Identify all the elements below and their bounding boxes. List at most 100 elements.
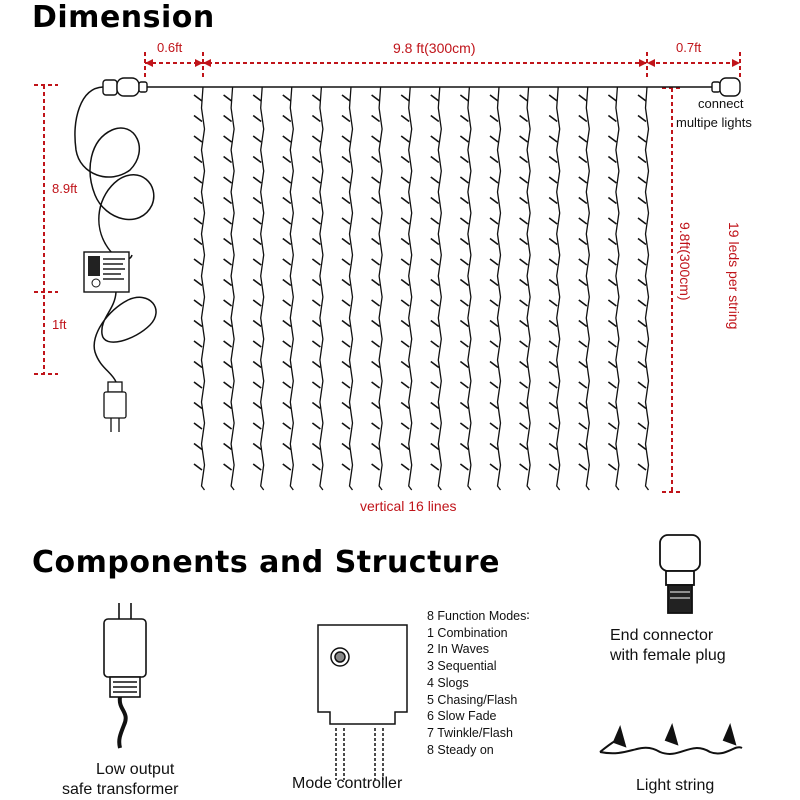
led-bulb [637,319,647,328]
led-bulb [637,422,647,430]
led-bulb [252,340,262,348]
led-bulb [341,94,351,102]
led-bulb [607,155,617,164]
led-bulb [430,278,440,287]
connect-note-line1: connect [698,96,744,111]
led-bulb [341,422,351,430]
transformer-caption: Low output [96,760,236,780]
led-bulb [430,155,440,164]
led-bulb [637,176,647,184]
led-bulb [311,258,321,266]
width-label: 9.8 ft(300cm) [393,40,476,56]
led-bulb [252,258,262,266]
led-bulb [193,401,203,410]
led-bulb [193,360,203,369]
led-bulb [607,442,617,451]
led-bulb [341,463,351,471]
led-bulb [637,258,647,266]
led-bulb [223,278,233,287]
led-bulb [371,340,381,348]
led-bulb [400,442,410,451]
led-bulb [430,217,440,225]
led-bulb [371,155,381,164]
led-bulb [223,299,233,307]
led-bulb [578,114,588,123]
led-bulb [607,176,617,184]
controller-caption: Mode controller [292,775,403,792]
led-bulb [223,94,233,102]
led-bulb [548,319,558,328]
led-bulb [400,299,410,307]
led-bulb [607,381,617,389]
led-bulb [637,278,647,287]
led-bulb [223,155,233,164]
led-bulb [400,217,410,225]
led-bulb [430,114,440,123]
led-bulb [430,381,440,389]
led-bulb [193,217,203,225]
led-bulb [578,319,588,328]
led-bulb [282,401,292,410]
led-bulb [489,217,499,225]
led-bulb [193,237,203,246]
led-bulb [578,340,588,348]
string-wire [585,86,590,491]
led-bulb [489,114,499,123]
led-bulb [519,176,529,184]
led-bulb [548,299,558,307]
function-modes-header: 8 Function Modes∶ [427,609,530,623]
led-bulb [371,217,381,225]
led-bulb [607,401,617,410]
connector-caption-line1: End connector [610,627,714,644]
led-bulb [400,258,410,266]
light-string-line [578,86,590,491]
led-bulb [519,442,529,451]
led-bulb [341,237,351,246]
led-bulb [489,94,499,102]
led-bulb [459,155,469,164]
led-bulb [459,237,469,246]
led-bulb [341,381,351,389]
led-bulb [607,217,617,225]
led-bulb [578,176,588,184]
led-bulb [193,422,203,430]
string-wire [348,86,354,491]
led-bulb [578,217,588,225]
function-mode-item: 6 Slow Fade [427,709,497,724]
led-bulb [223,196,233,205]
led-bulb [282,319,292,328]
led-bulb [489,442,499,451]
led-bulb [459,299,469,307]
led-bulb [311,463,321,471]
left-lead-label: 0.6ft [157,40,183,55]
led-bulb [341,319,351,328]
led-bulb [578,258,588,266]
led-bulb [282,114,292,123]
led-bulb [519,237,529,246]
led-bulb [400,340,410,348]
led-bulb [371,176,381,184]
led-bulb [371,135,381,143]
led-bulb [282,278,292,287]
light-string-line [282,86,294,491]
led-bulb [459,135,469,143]
led-bulb [578,381,588,389]
led-bulb [489,237,499,246]
led-bulb [637,94,647,102]
led-bulb [252,176,262,184]
coiled-cable-lower [93,291,157,383]
led-bulb [607,237,617,246]
led-bulb [607,340,617,348]
led-bulb [548,278,558,287]
led-bulb [311,360,321,369]
string-wire [437,86,442,491]
led-bulb [607,463,617,471]
led-bulb [489,340,499,348]
led-bulb [519,196,529,205]
led-bulb [430,401,440,410]
led-bulb [371,381,381,389]
height-label: 9.8ft(300cm) [677,222,693,301]
led-bulb [578,237,588,246]
led-bulb [430,176,440,184]
led-bulb [193,94,203,102]
